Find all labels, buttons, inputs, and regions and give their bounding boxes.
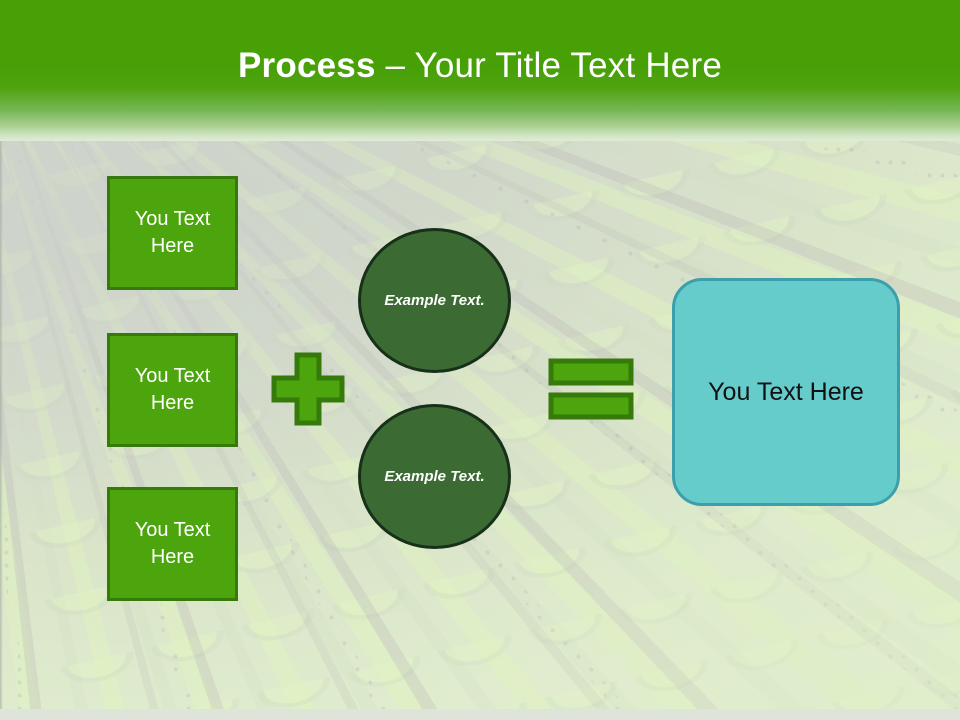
page-title-rest: – Your Title Text Here bbox=[375, 46, 722, 85]
input-box-1[interactable]: You Text Here bbox=[107, 176, 238, 290]
process-circle-1-label: Example Text. bbox=[384, 291, 485, 309]
input-box-1-label: You Text Here bbox=[134, 208, 211, 257]
process-circle-2[interactable]: Example Text. bbox=[358, 404, 511, 549]
slide-left-edge bbox=[0, 0, 3, 720]
plus-icon bbox=[271, 352, 345, 426]
input-box-2-label: You Text Here bbox=[134, 365, 211, 414]
page-title-bold: Process bbox=[238, 46, 376, 85]
equals-icon bbox=[548, 358, 634, 420]
result-box[interactable]: You Text Here bbox=[672, 278, 900, 506]
slide-bottom-strip bbox=[0, 709, 960, 720]
input-box-3[interactable]: You Text Here bbox=[107, 487, 238, 601]
process-circle-1[interactable]: Example Text. bbox=[358, 228, 511, 373]
input-box-3-label: You Text Here bbox=[134, 519, 211, 568]
title-banner: Process – Your Title Text Here bbox=[0, 0, 960, 141]
result-box-label: You Text Here bbox=[708, 378, 864, 406]
process-circle-2-label: Example Text. bbox=[384, 467, 485, 485]
page-title: Process – Your Title Text Here bbox=[0, 44, 960, 88]
input-box-2[interactable]: You Text Here bbox=[107, 333, 238, 447]
